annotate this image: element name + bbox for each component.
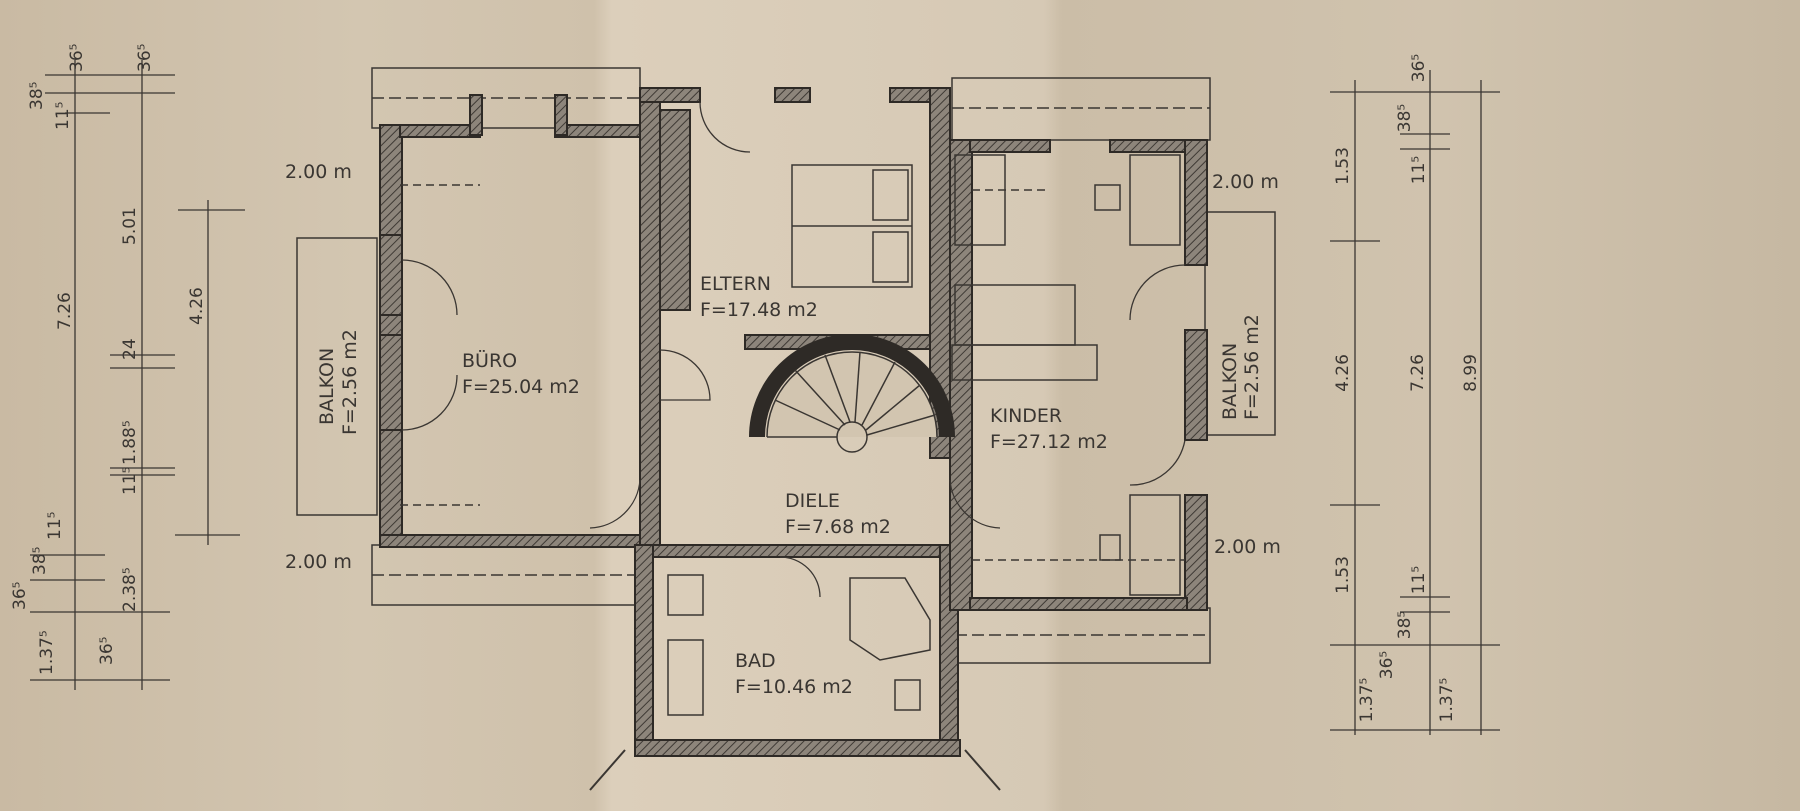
dim-label: 1.88⁵: [120, 420, 140, 465]
room-name: KINDER: [990, 405, 1062, 427]
dim-label: 1.37⁵: [1437, 678, 1457, 723]
room-area: F=17.48 m2: [700, 299, 818, 321]
dim-label: 38⁵: [1395, 104, 1415, 132]
dim-label: 11⁵: [120, 467, 140, 495]
dim-label: 11⁵: [1409, 156, 1429, 184]
spiral-staircase: [749, 334, 955, 453]
dim-label: 7.26: [1408, 354, 1428, 392]
dim-label: 36⁵: [135, 44, 155, 72]
room-name: BAD: [735, 650, 776, 672]
height-mark: 2.00 m: [1214, 536, 1281, 558]
dim-label: 24: [120, 338, 140, 360]
dim-label: 38⁵: [1395, 611, 1415, 639]
room-name: BÜRO: [462, 349, 517, 372]
dim-label: 36⁵: [10, 582, 30, 610]
dim-label: 7.26: [55, 292, 75, 330]
dim-label: 4.26: [1333, 354, 1353, 392]
room-buero: BÜRO F=25.04 m2: [462, 349, 580, 398]
dim-label: 11⁵: [1409, 566, 1429, 594]
balcony-right: [1204, 211, 1276, 436]
furniture: [400, 154, 1185, 716]
dim-label: 1.37⁵: [1357, 678, 1377, 723]
room-area: F=10.46 m2: [735, 676, 853, 698]
height-mark: 2.00 m: [1212, 171, 1279, 193]
bathtub: [849, 577, 931, 661]
dimension-labels-left: 36⁵ 36⁵ 38⁵ 11⁵ 7.26 5.01 4.26 24 1.88⁵ …: [10, 44, 207, 675]
dim-label: 36⁵: [97, 637, 117, 665]
height-mark: 2.00 m: [285, 161, 352, 183]
balcony-left: [296, 237, 378, 516]
walls: [379, 87, 1208, 757]
dim-label: 1.37⁵: [37, 630, 57, 675]
room-eltern: ELTERN F=17.48 m2: [700, 273, 818, 321]
balcony-right-label: BALKON F=2.56 m2: [1219, 314, 1263, 420]
dim-label: 38⁵: [27, 82, 47, 110]
dim-label: 4.26: [187, 287, 207, 325]
room-area: F=7.68 m2: [785, 516, 891, 538]
dimension-lines-left: [30, 60, 245, 690]
room-name: ELTERN: [700, 273, 771, 295]
height-mark: 2.00 m: [285, 551, 352, 573]
balcony-area: F=2.56 m2: [1241, 314, 1263, 420]
dim-label: 38⁵: [30, 547, 50, 575]
dim-label: 36⁵: [67, 44, 87, 72]
room-area: F=27.12 m2: [990, 431, 1108, 453]
dim-label: 1.53: [1333, 556, 1353, 594]
room-kinder: KINDER F=27.12 m2: [990, 405, 1108, 453]
room-diele: DIELE F=7.68 m2: [785, 490, 891, 538]
dim-label: 36⁵: [1409, 54, 1429, 82]
balcony-name: BALKON: [1219, 343, 1241, 420]
wardrobe: [951, 344, 1098, 381]
dim-label: 36⁵: [1377, 651, 1397, 679]
room-area: F=25.04 m2: [462, 376, 580, 398]
dim-label: 5.01: [120, 207, 140, 245]
dim-label: 11⁵: [53, 102, 73, 130]
dim-label: 2.38⁵: [120, 567, 140, 612]
dim-label: 1.53: [1333, 147, 1353, 185]
doors: [401, 101, 1186, 791]
dim-label: 11⁵: [45, 512, 65, 540]
dimension-lines-right: [1330, 70, 1500, 735]
dim-label: 8.99: [1461, 354, 1481, 392]
room-name: DIELE: [785, 490, 840, 512]
balcony-name: BALKON: [316, 348, 338, 425]
dimension-labels-right: 36⁵ 1.53 38⁵ 11⁵ 4.26 7.26 8.99 1.53 38⁵…: [1333, 54, 1481, 723]
balcony-left-label: BALKON F=2.56 m2: [316, 329, 361, 435]
balcony-area: F=2.56 m2: [339, 329, 361, 435]
room-bad: BAD F=10.46 m2: [735, 650, 853, 698]
